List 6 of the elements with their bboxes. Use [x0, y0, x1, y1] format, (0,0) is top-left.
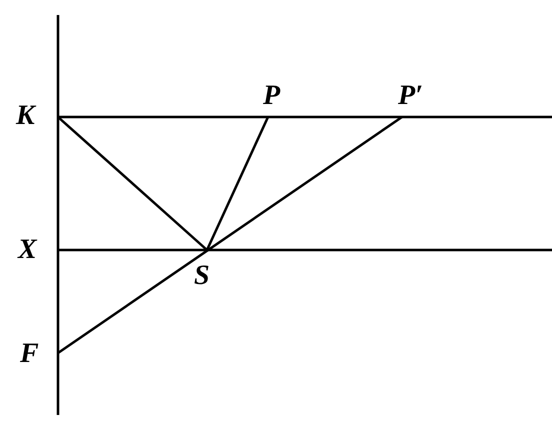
point-label: S [194, 262, 210, 290]
point-label: F [20, 340, 39, 368]
point-label: P′ [398, 82, 423, 110]
point-label: X [18, 236, 37, 264]
point-label: K [16, 102, 35, 130]
point-label: P [263, 82, 280, 110]
